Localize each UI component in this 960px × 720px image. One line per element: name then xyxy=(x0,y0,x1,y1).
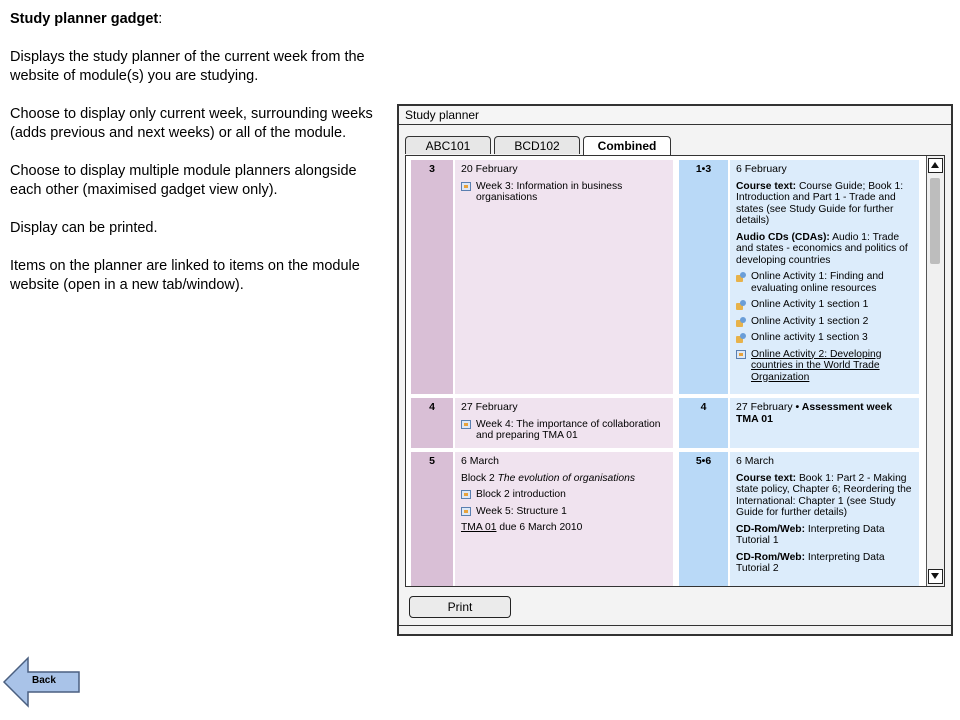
planner-cell: 6 March Course text: Book 1: Part 2 - Ma… xyxy=(730,452,919,586)
course-text: Course text: Course Guide; Book 1: Intro… xyxy=(736,180,904,227)
tab-abc101[interactable]: ABC101 xyxy=(405,136,491,154)
week-number-cell: 3 xyxy=(411,160,453,394)
print-button[interactable]: Print xyxy=(409,596,511,618)
back-button[interactable]: Back xyxy=(2,656,82,708)
page-icon xyxy=(461,506,471,516)
planner-cell: 6 February Course text: Course Guide; Bo… xyxy=(730,160,919,394)
activity-link[interactable]: Online Activity 2: Developing countries … xyxy=(736,349,913,384)
tab-bcd102[interactable]: BCD102 xyxy=(494,136,580,154)
activity-link[interactable]: Online Activity 1: Finding and evaluatin… xyxy=(736,271,913,294)
back-label: Back xyxy=(32,675,56,686)
planner-item-link[interactable]: Week 4: The importance of collaboration … xyxy=(461,419,667,442)
description-p2: Choose to display only current week, sur… xyxy=(10,106,373,141)
week-number-cell: 5•6 xyxy=(679,452,728,586)
activity-link[interactable]: Online Activity 1 section 2 xyxy=(736,316,913,328)
activity-icon xyxy=(736,272,746,282)
cdrom-text: CD-Rom/Web: Interpreting Data Tutorial 2 xyxy=(736,551,885,575)
assessment-week: 27 February • Assessment week TMA 01 xyxy=(736,401,893,425)
description-title: Study planner gadget: xyxy=(10,11,163,27)
week-date: 20 February xyxy=(461,163,518,175)
week-date: 6 February xyxy=(736,163,787,175)
description-p4: Display can be printed. xyxy=(10,220,158,236)
arrow-down-icon xyxy=(931,573,939,579)
activity-link[interactable]: Online Activity 1 section 1 xyxy=(736,299,913,311)
description-panel: Study planner gadget: Displays the study… xyxy=(10,10,385,314)
week-number-cell: 1•3 xyxy=(679,160,728,394)
description-p3: Choose to display multiple module planne… xyxy=(10,163,357,198)
week-number-cell: 4 xyxy=(411,398,453,448)
page-icon xyxy=(461,490,471,499)
audio-text: Audio CDs (CDAs): Audio 1: Trade and sta… xyxy=(736,231,908,266)
week-date: 6 March xyxy=(736,455,774,467)
planner-cell: 27 February Week 4: The importance of co… xyxy=(455,398,673,448)
tma-link[interactable]: TMA 01 xyxy=(461,522,497,533)
window-divider xyxy=(399,625,951,626)
tab-combined[interactable]: Combined xyxy=(583,136,671,156)
vertical-scrollbar[interactable] xyxy=(926,156,944,586)
cdrom-text: CD-Rom/Web: Interpreting Data Tutorial 1 xyxy=(736,523,885,547)
arrow-up-icon xyxy=(931,162,939,168)
scroll-up-button[interactable] xyxy=(928,158,943,173)
planner-content: 3 20 February Week 3: Information in bus… xyxy=(405,155,945,587)
description-p1: Displays the study planner of the curren… xyxy=(10,49,365,84)
page-icon xyxy=(461,419,471,429)
tma-due: TMA 01 due 6 March 2010 xyxy=(461,522,583,533)
window-title: Study planner xyxy=(399,106,951,125)
course-text: Course text: Book 1: Part 2 - Making sta… xyxy=(736,472,912,519)
back-arrow-icon xyxy=(2,656,80,708)
page-icon xyxy=(461,181,471,191)
week-number-cell: 5 xyxy=(411,452,453,586)
scrollbar-thumb[interactable] xyxy=(930,178,940,264)
planner-item-link[interactable]: Block 2 introduction xyxy=(461,489,667,501)
planner-cell: 27 February • Assessment week TMA 01 xyxy=(730,398,919,448)
activity-icon xyxy=(736,316,746,327)
block-title: Block 2 The evolution of organisations xyxy=(461,472,636,484)
planner-item-link[interactable]: Week 3: Information in business organisa… xyxy=(461,181,667,204)
planner-item-link[interactable]: Week 5: Structure 1 xyxy=(461,506,667,518)
scroll-down-button[interactable] xyxy=(928,569,943,584)
week-number-cell: 4 xyxy=(679,398,728,448)
activity-link[interactable]: Online activity 1 section 3 xyxy=(736,332,913,344)
week-date: 6 March xyxy=(461,455,499,467)
week-date: 27 February xyxy=(461,401,518,413)
description-p5: Items on the planner are linked to items… xyxy=(10,258,360,293)
planner-cell: 6 March Block 2 The evolution of organis… xyxy=(455,452,673,586)
page-icon xyxy=(736,349,746,359)
planner-cell: 20 February Week 3: Information in busin… xyxy=(455,160,673,394)
activity-icon xyxy=(736,300,746,310)
study-planner-window: Study planner ABC101 BCD102 Combined 3 2… xyxy=(397,104,953,636)
activity-icon xyxy=(736,333,746,343)
